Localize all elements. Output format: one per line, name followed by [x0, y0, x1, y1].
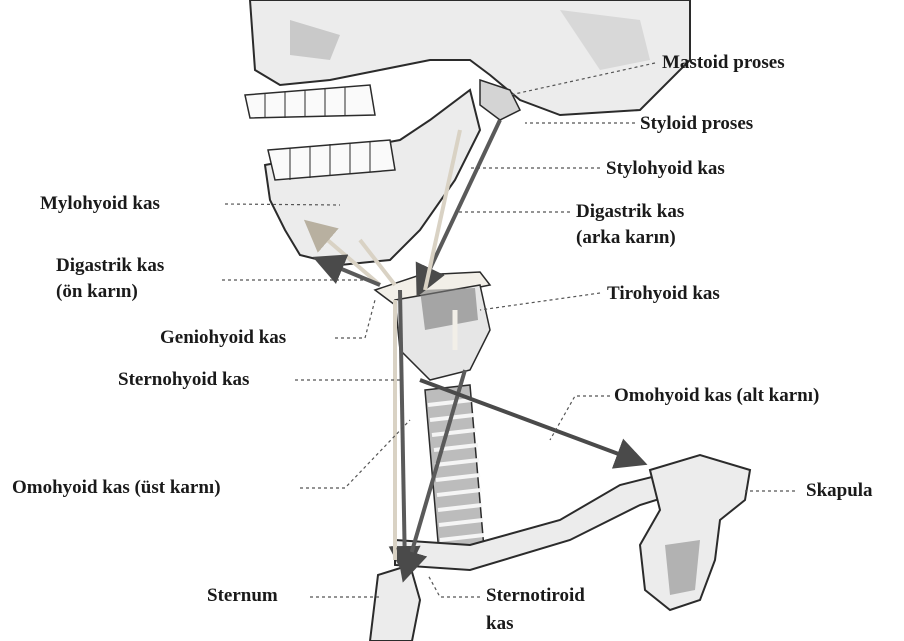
label-digastrik-arka-line1: Digastrik kas [576, 200, 684, 224]
label-mylohyoid-kas: Mylohyoid kas [40, 192, 160, 216]
label-mastoid-proses: Mastoid proses [662, 51, 785, 75]
label-styloid-proses: Styloid proses [640, 112, 753, 136]
label-sternum: Sternum [207, 584, 278, 608]
label-digastrik-on-line1: Digastrik kas [56, 254, 164, 278]
label-sternohyoid-kas: Sternohyoid kas [118, 368, 249, 392]
label-digastrik-arka-line2: (arka karın) [576, 226, 676, 250]
sternum [370, 565, 420, 641]
label-digastrik-on-line2: (ön karın) [56, 280, 138, 304]
label-geniohyoid-kas: Geniohyoid kas [160, 326, 286, 350]
label-skapula: Skapula [806, 479, 873, 503]
label-sternotiroid-line2: kas [486, 612, 513, 636]
label-omohyoid-ust-karni: Omohyoid kas (üst karnı) [12, 476, 221, 500]
label-stylohyoid-kas: Stylohyoid kas [606, 157, 725, 181]
label-sternotiroid-line1: Sternotiroid [486, 584, 585, 608]
label-tirohyoid-kas: Tirohyoid kas [607, 282, 720, 306]
label-omohyoid-alt-karni: Omohyoid kas (alt karnı) [614, 384, 819, 408]
